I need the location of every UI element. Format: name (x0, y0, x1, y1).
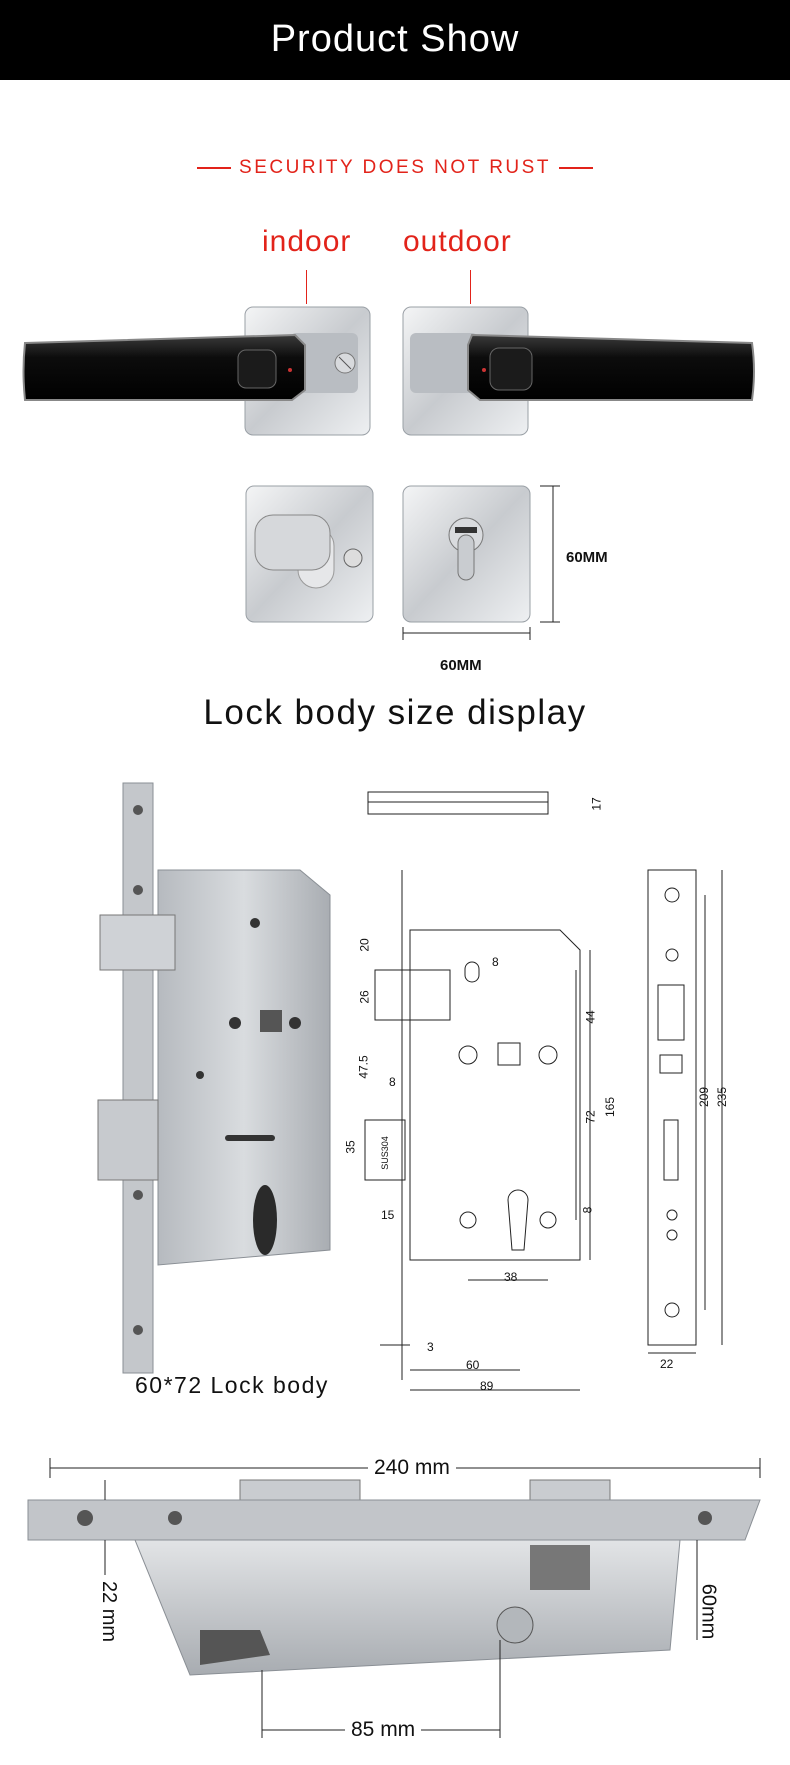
dim-60: 60 (466, 1358, 480, 1372)
spindle-hub-icon (496, 1606, 534, 1644)
dim-235: 235 (715, 1086, 730, 1108)
sus304-stamp: SUS304 (379, 1136, 390, 1170)
thumbturn-knob-icon (254, 514, 331, 571)
dim-35: 35 (343, 1140, 358, 1154)
lock-body-section-title: Lock body size display (203, 693, 587, 732)
header-bar (0, 0, 790, 80)
indoor-pointer-line (306, 270, 307, 304)
outdoor-lever-bar (467, 333, 755, 401)
indoor-neck (290, 333, 358, 393)
dim-47-5: 47.5 (356, 1055, 371, 1079)
keyhole-icon (457, 534, 475, 581)
indoor-lever-bar (22, 333, 306, 401)
latch-bolt (99, 914, 176, 971)
tagline-text: SECURITY DOES NOT RUST (239, 157, 551, 178)
lock-body-photo (97, 782, 331, 1374)
indoor-fingerprint-sensor-icon (237, 349, 277, 389)
faceplate-outline (647, 869, 697, 1346)
case-outline (409, 929, 581, 1261)
plate-height-label: 60MM (566, 549, 608, 566)
dim-209: 209 (697, 1086, 712, 1108)
outdoor-pointer-line (470, 270, 471, 304)
lever-handles-illustration (22, 306, 755, 436)
tagline: SECURITY DOES NOT RUST (0, 157, 790, 179)
faceplate (122, 782, 154, 1374)
header-title: Product Show (270, 18, 520, 60)
dim-165: 165 (603, 1096, 618, 1118)
dead-bolt (97, 1099, 159, 1181)
dim-20: 20 (357, 938, 372, 952)
cylinder-cutout-icon (200, 1630, 270, 1665)
top-view-outline (367, 791, 549, 815)
spindle-square-icon (260, 1010, 282, 1032)
length-unit: mm (414, 1456, 450, 1479)
dim-72: 72 (583, 1110, 598, 1124)
dim-89: 89 (480, 1379, 494, 1393)
horizontal-faceplate (27, 1499, 761, 1541)
faceplate-technical-drawing (647, 869, 723, 1354)
dim-22-faceplate: 22 (660, 1357, 674, 1371)
cylinder-hole-icon (253, 1185, 277, 1255)
spacing-label: 85 mm (345, 1718, 422, 1742)
indoor-label: indoor (262, 225, 352, 258)
backset-label: 60mm (697, 1583, 720, 1640)
plate-screw-icon (343, 548, 363, 568)
dim-26: 26 (357, 990, 372, 1004)
dim-44: 44 (583, 1010, 598, 1024)
length-value: 240 (374, 1456, 410, 1479)
dim-3: 3 (427, 1340, 434, 1354)
tagline-dash-right (558, 166, 593, 169)
plate-width-label: 60MM (440, 657, 482, 674)
dim-8-mid: 8 (389, 1075, 396, 1089)
dim-8-bottom: 8 (580, 1206, 595, 1214)
outdoor-neck (410, 333, 478, 393)
lock-body-technical-drawing (364, 791, 591, 1391)
dim-38: 38 (504, 1270, 518, 1284)
outdoor-fingerprint-sensor-icon (489, 347, 533, 391)
lock-case (157, 869, 331, 1266)
dim-8-top: 8 (492, 955, 499, 969)
dim-17: 17 (589, 797, 604, 811)
lock-body-caption: 60*72 Lock body (135, 1372, 329, 1398)
dim-15: 15 (381, 1208, 395, 1222)
tagline-dash-left (197, 166, 232, 169)
square-plates-illustration (245, 485, 560, 640)
length-label: 240 mm (368, 1456, 456, 1480)
outdoor-label: outdoor (403, 225, 512, 258)
horizontal-lock-body-photo (27, 1458, 761, 1738)
left-offset-label: 22 mm (98, 1580, 121, 1643)
